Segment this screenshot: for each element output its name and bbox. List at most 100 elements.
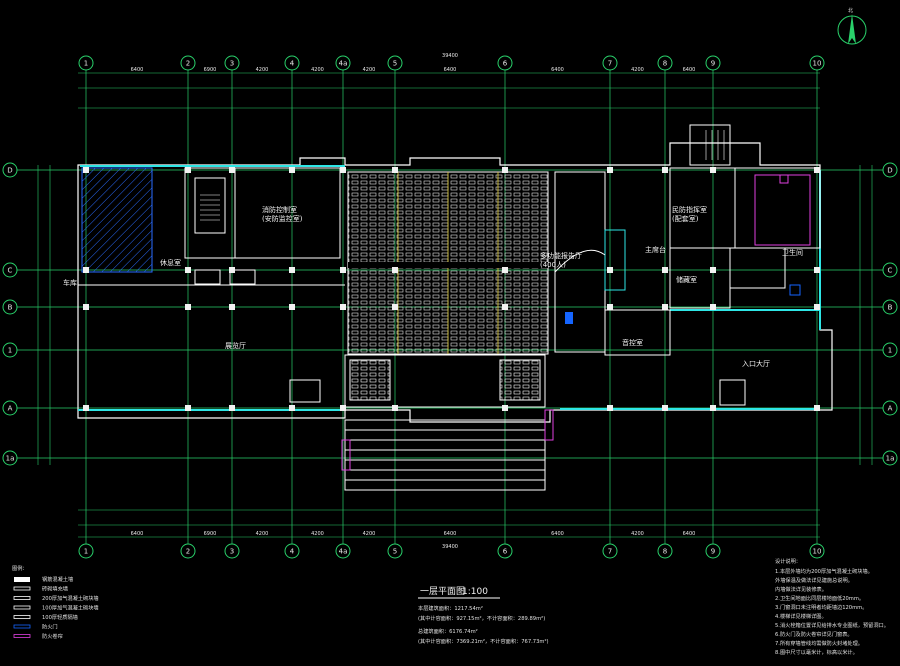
grid-bubble — [705, 55, 721, 71]
note-item: 4.楼梯详见楼梯详图。 — [775, 612, 827, 620]
grid-bubble-label: 4 — [290, 60, 295, 68]
grid-bubble — [657, 55, 673, 71]
stage-area — [554, 171, 626, 353]
column — [392, 405, 398, 411]
grid-bubble-label: 8 — [663, 548, 667, 556]
dim-label-bottom: 4200 — [363, 531, 376, 537]
grid-bubble-label: C — [8, 267, 13, 275]
column — [340, 267, 346, 273]
column — [502, 167, 508, 173]
dim-label-bottom: 4200 — [631, 531, 644, 537]
hatched-storage-area — [81, 167, 153, 273]
grid-bubble-label: D — [7, 167, 12, 175]
grid-bubble — [387, 55, 403, 71]
grid-bubble — [882, 262, 898, 278]
grid-bubble-label: 2 — [186, 60, 190, 68]
dim-label-top: 6400 — [683, 67, 696, 73]
legend-item: 防火门 — [42, 623, 58, 631]
drawing-scale: 1:100 — [462, 587, 488, 597]
drawing-title: 一层平面图 — [420, 586, 465, 597]
column — [710, 304, 716, 310]
grid-bubble-label: C — [888, 267, 893, 275]
grid-bubble — [2, 342, 18, 358]
glass-walls — [78, 165, 821, 411]
note-item: 2.卫生间地面比同层楼地面低20mm。 — [775, 594, 864, 602]
grid-bubble-label: 1a — [886, 455, 895, 463]
dim-label-bottom: 4200 — [311, 531, 324, 537]
grid-bubble — [335, 543, 351, 559]
grid-bubble-label: 1 — [84, 60, 88, 68]
grid-bubble-label: B — [8, 304, 13, 312]
dim-overall-top: 39400 — [442, 53, 458, 59]
grid-bubble — [224, 543, 240, 559]
north-arrow: 北 — [837, 7, 867, 45]
column — [185, 405, 191, 411]
column — [289, 167, 295, 173]
grid-bubble-label: 4a — [339, 548, 348, 556]
note-item: 1.本层外墙均为200厚加气混凝土砌块墙。 — [775, 567, 873, 575]
grid-bubble — [705, 543, 721, 559]
column — [340, 304, 346, 310]
column — [83, 167, 89, 173]
grid-bubble-label: 6 — [503, 60, 508, 68]
column — [710, 405, 716, 411]
room-label-entrance: 入口大厅 — [742, 359, 770, 368]
grid-bubble-label: A — [8, 405, 13, 413]
column — [502, 405, 508, 411]
dim-overall-bottom: 39400 — [442, 544, 458, 550]
note-item: 内墙做法详见装修表。 — [775, 585, 827, 593]
column — [710, 267, 716, 273]
room-label-stage: 主席台 — [645, 245, 666, 254]
legend-heading: 图例： — [12, 564, 28, 572]
grid-bubble-label: 3 — [230, 60, 234, 68]
column — [662, 405, 668, 411]
column — [607, 304, 613, 310]
legend-item: 钢筋混凝土墙 — [42, 575, 73, 583]
column — [662, 167, 668, 173]
grid-bubble — [497, 55, 513, 71]
column — [83, 405, 89, 411]
grid-bubble-label: D — [887, 167, 892, 175]
grid-bubble-label: 10 — [813, 548, 822, 556]
legend-item: 砖砌填充墙 — [42, 585, 68, 593]
grid-bubble — [2, 162, 18, 178]
grid-bubble-label: 1a — [6, 455, 15, 463]
design-notes: 设计说明： 1.本层外墙均为200厚加气混凝土砌块墙。 外墙保温及做法详见建施总… — [775, 557, 889, 656]
notes-heading: 设计说明： — [775, 557, 801, 565]
column — [185, 267, 191, 273]
legend-item: 防火卷帘 — [42, 632, 63, 640]
grid-bubble-label: 10 — [813, 60, 822, 68]
column — [83, 304, 89, 310]
dim-label-top: 4200 — [631, 67, 644, 73]
column — [289, 267, 295, 273]
column — [392, 267, 398, 273]
column — [229, 167, 235, 173]
grid-bubble-label: 1 — [8, 347, 12, 355]
grid-bubble-label: 9 — [711, 60, 715, 68]
column — [502, 304, 508, 310]
column — [340, 167, 346, 173]
dim-label-top: 4200 — [311, 67, 324, 73]
grid-bubble-label: 5 — [393, 548, 397, 556]
column — [814, 304, 820, 310]
dim-label-bottom: 6400 — [131, 531, 144, 537]
column — [607, 267, 613, 273]
room-label-lounge: 休息室 — [160, 258, 181, 267]
column — [607, 405, 613, 411]
dim-label-top: 4200 — [363, 67, 376, 73]
grid-bubble-label: 2 — [186, 548, 190, 556]
note-item: 3.门窗洞口未注明者均距墙边120mm。 — [775, 603, 867, 611]
column — [229, 405, 235, 411]
note-item: 7.所有穿墙管线均需做防火封堵处理。 — [775, 639, 863, 647]
room-label-equip: 音控室 — [622, 338, 643, 347]
legend-item: 200厚加气混凝土砌块墙 — [42, 594, 99, 602]
grid-bubble — [180, 55, 196, 71]
grid-bubble — [2, 400, 18, 416]
grid-bubble — [882, 450, 898, 466]
column — [289, 405, 295, 411]
grid-bubble — [78, 55, 94, 71]
grid-bubble — [284, 55, 300, 71]
lecture-hall-seating — [347, 171, 549, 355]
